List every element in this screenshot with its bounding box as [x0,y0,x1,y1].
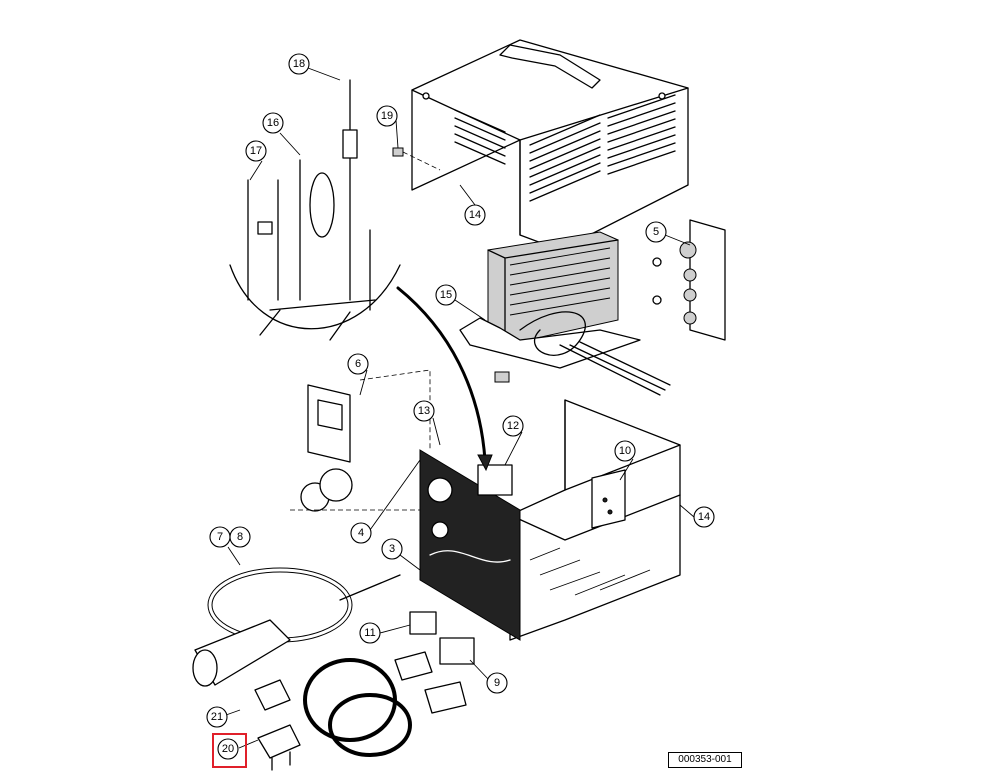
callout-10: 10 [614,440,636,462]
callout-15: 15 [435,284,457,306]
wiring-detail [229,79,401,341]
svg-text:21: 21 [211,711,223,723]
svg-text:7: 7 [217,531,223,543]
svg-text:14: 14 [469,209,481,221]
svg-text:3: 3 [389,543,395,555]
top-cover [411,39,689,251]
callout-17: 17 [245,140,267,162]
front-panel [419,449,521,641]
callout-19: 19 [376,105,398,127]
callout-5: 5 [645,221,667,243]
callout-16: 16 [262,112,284,134]
svg-text:12: 12 [507,420,519,432]
callout-3: 3 [381,538,403,560]
svg-text:19: 19 [381,110,393,122]
rectifier-board [652,219,726,341]
callout-7: 7 [209,526,231,548]
svg-text:16: 16 [267,117,279,129]
callout-6: 6 [347,353,369,375]
svg-text:15: 15 [440,289,452,301]
svg-text:17: 17 [250,145,262,157]
ac-cords [254,651,467,771]
inlet [409,611,437,635]
svg-text:10: 10 [619,445,631,457]
callout-9: 9 [486,672,508,694]
callout-13: 13 [413,400,435,422]
callout-20-highlight[interactable] [212,733,247,768]
callout-12: 12 [502,415,524,437]
dc-cord [192,567,401,687]
svg-text:9: 9 [494,677,500,689]
callout-14-chassis: 14 [693,506,715,528]
callout-18: 18 [288,53,310,75]
meter [300,384,353,512]
svg-text:6: 6 [355,358,361,370]
callout-14-cover: 14 [464,204,486,226]
callout-21: 21 [206,706,228,728]
callout-20: 20 [217,738,239,760]
svg-text:14: 14 [698,511,710,523]
drawing-number: 000353-001 [668,752,742,768]
svg-text:5: 5 [653,226,659,238]
svg-text:8: 8 [237,531,243,543]
reference-arrow [396,286,487,462]
svg-text:18: 18 [293,58,305,70]
svg-text:11: 11 [364,627,375,639]
chassis [509,399,681,641]
assembly-line [290,369,431,511]
relay [477,464,513,496]
svg-text:13: 13 [418,405,430,417]
svg-text:4: 4 [358,527,364,539]
callout-8: 8 [229,526,251,548]
transformer [459,231,671,396]
fuse-holder [439,637,475,665]
callout-4: 4 [350,522,372,544]
callouts: 18 16 17 19 14 5 15 6 13 12 10 14 7 8 4 … [206,53,715,760]
svg-text:20: 20 [222,743,234,755]
callout-11: 11 [359,622,381,644]
